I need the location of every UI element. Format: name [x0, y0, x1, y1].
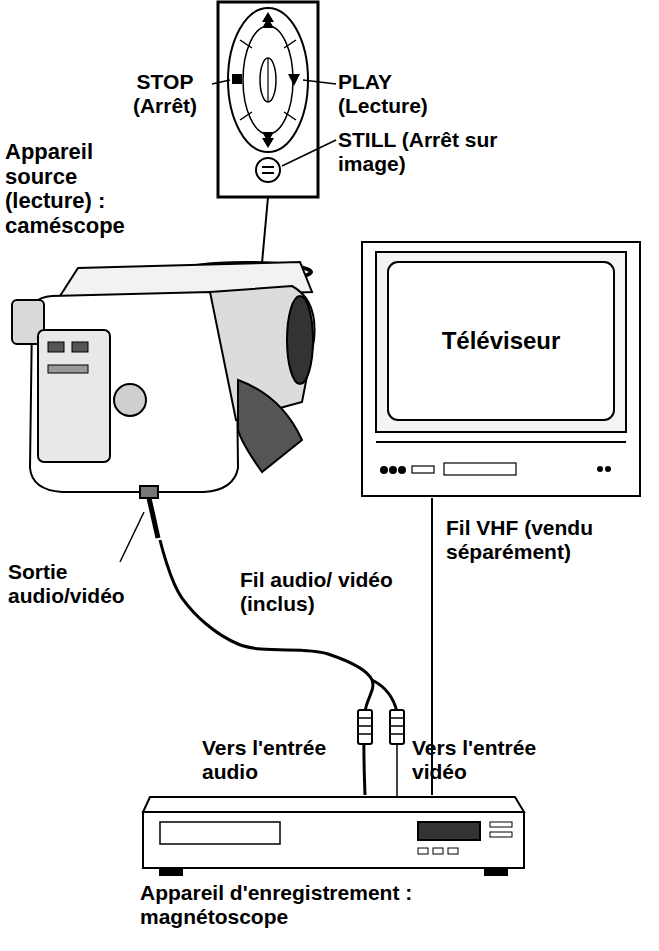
part-label: Sortie audio/vidéo [8, 560, 156, 607]
tv-control [444, 463, 516, 475]
dial-mark [267, 58, 268, 102]
vcr-button [490, 832, 512, 837]
leader-line [262, 197, 268, 263]
vcr-foot [160, 868, 182, 875]
tv-control [390, 467, 396, 473]
button [48, 365, 88, 373]
television [362, 242, 640, 496]
plug-lead [396, 744, 398, 797]
camcorder-node: Appareil source (lecture) : caméscope [5, 140, 315, 540]
rewind-symbol [262, 12, 274, 28]
vcr-button [448, 848, 458, 854]
rca-plugs [358, 680, 404, 797]
device-label: Appareil source (lecture) : caméscope [5, 140, 143, 239]
tv-control [381, 467, 387, 473]
vcr-button [490, 822, 512, 827]
dial-outer [228, 8, 308, 152]
leader-line [120, 512, 144, 562]
vcr-display [418, 822, 480, 840]
av-plug [149, 498, 158, 538]
lens [287, 296, 313, 384]
part-label: Vers l'entrée audio [202, 736, 352, 783]
dial-center [260, 58, 276, 102]
camcorder-body [30, 292, 238, 492]
tv-panel-line [376, 441, 626, 443]
vcr [143, 797, 524, 875]
forward-symbol [262, 132, 274, 148]
camcorder [12, 262, 315, 562]
device-label: Appareil d'enregistrement : magnétoscope [140, 881, 480, 928]
plug-ring [358, 718, 372, 734]
button [72, 342, 88, 352]
grip-strap [238, 380, 302, 472]
tv-control [412, 466, 434, 473]
tv-cabinet [362, 242, 640, 496]
callout-frame [218, 2, 318, 197]
still-button [256, 158, 280, 182]
part-label: PLAY (Lecture) [338, 70, 448, 117]
vcr-button [418, 848, 428, 854]
dial-segment [240, 40, 296, 120]
vcr-foot [485, 868, 507, 875]
vcr-front [143, 812, 524, 868]
vcr-node: Appareil d'enregistrement : magnétoscope [140, 795, 525, 877]
television-node: Téléviseur [360, 240, 642, 498]
leader-line [212, 80, 230, 84]
tv-control [606, 467, 610, 471]
av-jack [140, 486, 158, 498]
vcr-button [433, 848, 443, 854]
control-panel [212, 2, 336, 263]
stop-symbol [232, 74, 242, 84]
side-panel [38, 330, 110, 462]
part-label: STILL (Arrêt sur image) [338, 128, 553, 175]
button [48, 342, 64, 352]
tv-control [399, 467, 405, 473]
device-label: Téléviseur [360, 328, 642, 355]
cable-label: Fil VHF (vendu séparément) [446, 516, 596, 563]
dial-ring [243, 26, 293, 134]
mode-dial [114, 384, 146, 416]
leader-line [303, 80, 336, 84]
audio-plug [358, 710, 372, 744]
part-label: STOP (Arrêt) [120, 70, 210, 117]
video-plug [390, 710, 404, 744]
vcr-top [143, 797, 524, 812]
still-symbol [262, 167, 274, 173]
cable-label: Fil audio/ vidéo (inclus) [240, 568, 416, 615]
play-symbol [288, 74, 300, 86]
cable-branch [372, 680, 397, 712]
tv-control [598, 467, 602, 471]
plug-ring [390, 718, 404, 734]
leader-line [282, 140, 336, 166]
cassette-slot [160, 822, 280, 844]
part-label: Vers l'entrée vidéo [412, 736, 562, 783]
